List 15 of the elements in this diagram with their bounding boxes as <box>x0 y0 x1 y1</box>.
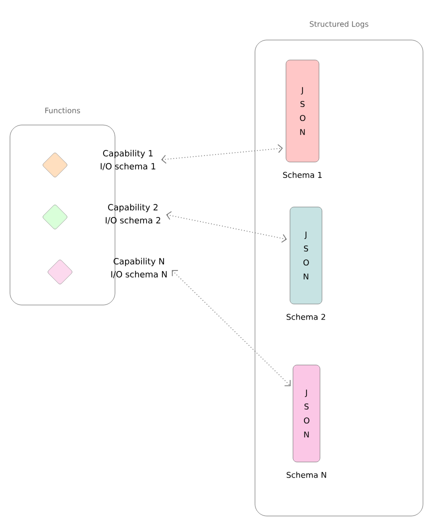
capability-label: Capability N I/O schema N <box>111 258 167 278</box>
arrow <box>166 211 287 243</box>
json-box: J S O N Schema 2 <box>286 206 326 320</box>
arrow <box>172 270 291 386</box>
diamond-shape <box>42 152 68 178</box>
arrow <box>161 144 283 164</box>
json-box: J S O N Schema 1 <box>283 60 322 178</box>
capability-label: Capability 1 I/O schema 1 <box>100 150 156 170</box>
node-label: Schema 1 <box>283 172 322 178</box>
diamond-shape <box>42 204 68 230</box>
node-label: Schema 2 <box>286 314 326 320</box>
diamond-shape <box>48 260 72 284</box>
json-box: J S O N Schema N <box>286 364 326 478</box>
capability-label: Capability 2 I/O schema 2 <box>106 204 160 224</box>
node-label: Schema N <box>286 472 326 478</box>
